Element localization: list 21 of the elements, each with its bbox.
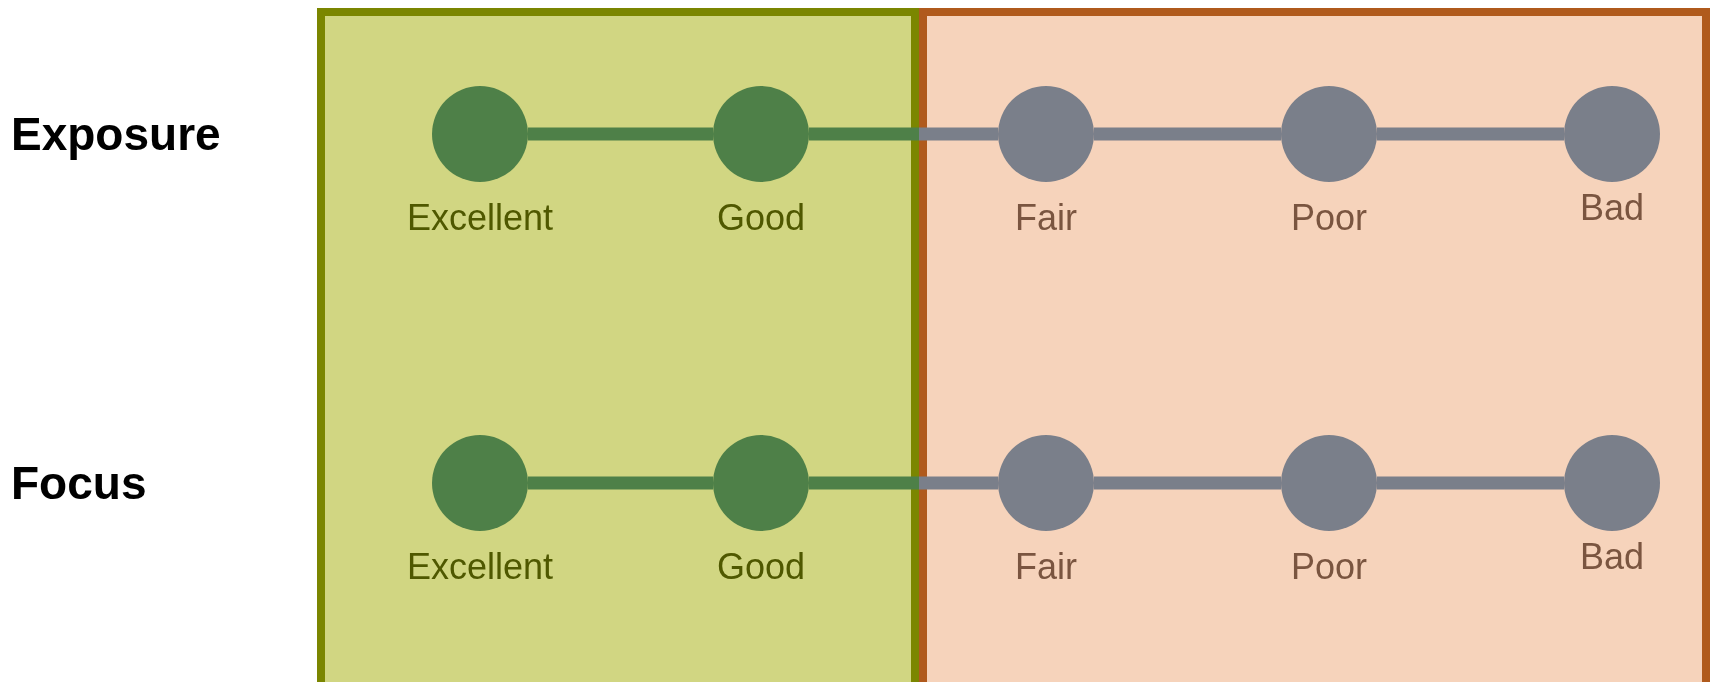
connector-line: [1377, 476, 1564, 490]
rating-band: [317, 8, 919, 682]
row-label: Focus: [11, 460, 147, 506]
rating-label: Excellent: [406, 200, 554, 236]
rating-label: Bad: [1579, 539, 1645, 575]
connector-line: [809, 127, 998, 141]
connector-line: [528, 476, 713, 490]
rating-label: Poor: [1291, 200, 1367, 236]
rating-band: [919, 8, 1710, 682]
rating-label: Fair: [1015, 200, 1077, 236]
rating-label: Poor: [1291, 549, 1367, 585]
connector-line: [528, 127, 713, 141]
connector-line: [1094, 127, 1281, 141]
rating-label: Good: [716, 200, 806, 236]
connector-line: [1094, 476, 1281, 490]
connector-line: [809, 476, 998, 490]
rating-label: Bad: [1579, 190, 1645, 226]
rating-label: Excellent: [406, 549, 554, 585]
rating-label: Good: [716, 549, 806, 585]
rating-label: Fair: [1015, 549, 1077, 585]
connector-line: [1377, 127, 1564, 141]
